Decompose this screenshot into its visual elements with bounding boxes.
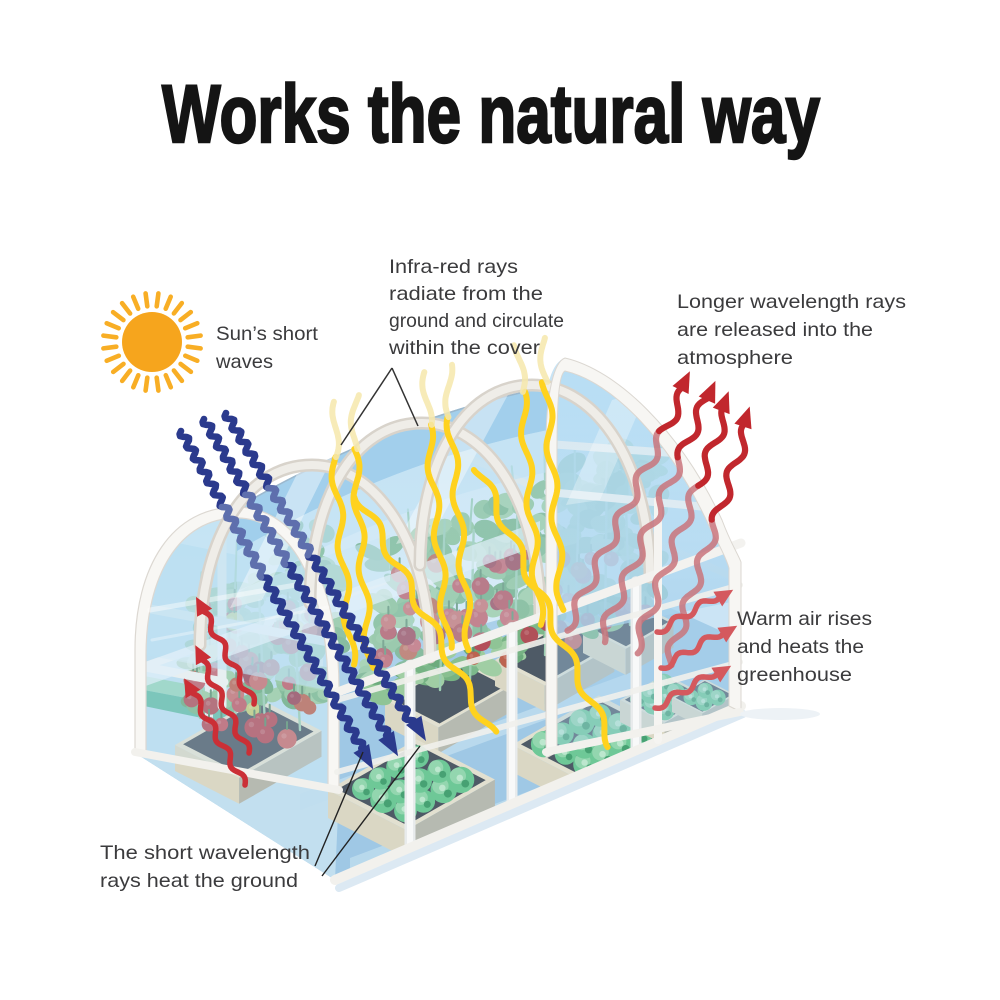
svg-text:Sun’s short waves: Sun’s short waves: [215, 323, 323, 373]
svg-text:The short wavelength rays heat: The short wavelength rays heat the groun…: [100, 842, 315, 892]
svg-text:Works the natural way: Works the natural way: [162, 69, 820, 160]
svg-text:Warm air rises and heats the g: Warm air rises and heats the greenhouse: [737, 608, 877, 686]
svg-text:Infra-red rays radiate from th: Infra-red rays radiate from the ground a…: [388, 256, 570, 359]
svg-text:Longer wavelength rays are rel: Longer wavelength rays are released into…: [677, 291, 911, 369]
